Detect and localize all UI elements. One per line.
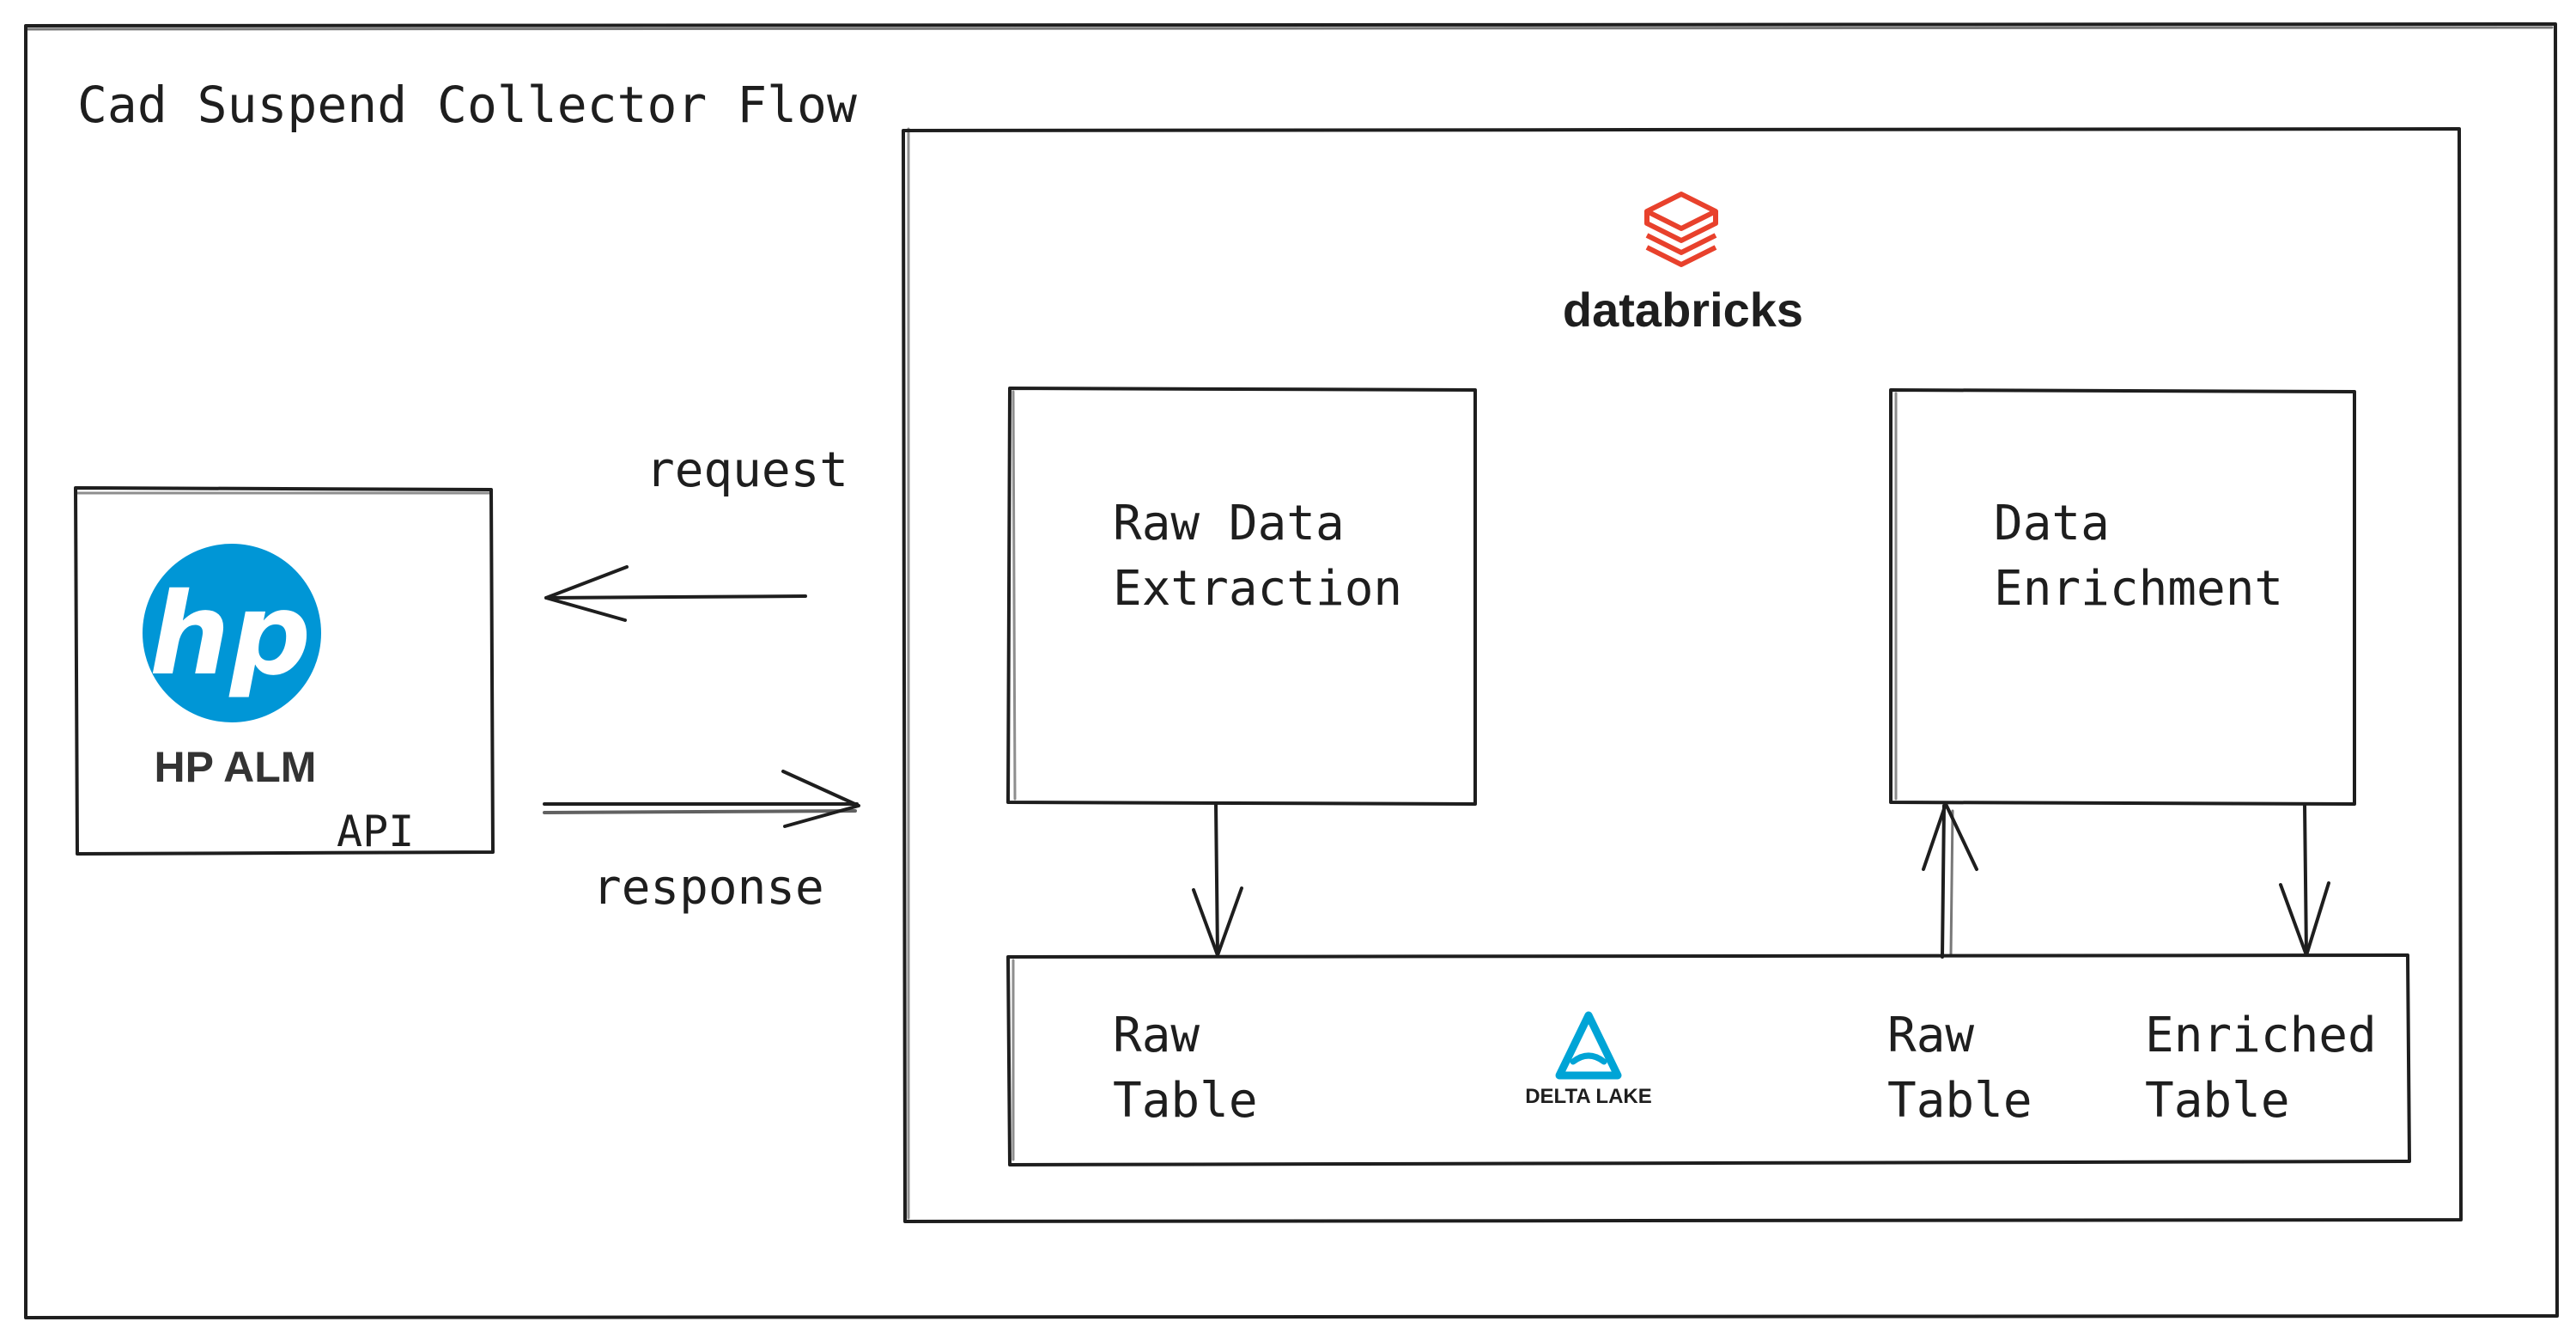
outer-frame <box>24 22 2559 1319</box>
data-enrichment-box: Data Enrichment <box>1889 388 2356 806</box>
raw-table-left-line1: Raw <box>1113 1008 1200 1063</box>
hp-alm-label: HP ALM <box>155 743 317 791</box>
api-label: API <box>337 807 414 856</box>
request-arrow <box>544 565 807 622</box>
enrichment-line1: Data <box>1994 496 2110 551</box>
hp-logo-text: hp <box>149 569 311 701</box>
enriched-table-line2: Table <box>2145 1073 2290 1129</box>
databricks-wordmark: databricks <box>1563 283 1803 337</box>
extraction-to-raw-table-arrow <box>1192 802 1243 957</box>
databricks-container <box>902 127 2463 1223</box>
raw-extraction-line2: Extraction <box>1113 561 1402 617</box>
delta-lake-wordmark: DELTA LAKE <box>1525 1085 1652 1108</box>
response-label: response <box>592 860 824 916</box>
raw-extraction-line1: Raw Data <box>1113 496 1345 551</box>
enriched-table-line1: Enriched <box>2145 1008 2377 1063</box>
enrichment-line2: Enrichment <box>1994 561 2283 617</box>
diagram-title: Cad Suspend Collector Flow <box>77 76 857 134</box>
raw-table-to-enrichment-arrow <box>1922 802 1978 959</box>
request-label: request <box>646 442 848 498</box>
delta-lake-box <box>1006 953 2411 1166</box>
raw-table-right-line1: Raw <box>1887 1008 1974 1063</box>
raw-data-extraction-box: Raw Data Extraction <box>1006 387 1477 806</box>
delta-lake-logo-icon <box>1555 1011 1622 1080</box>
enrichment-to-enriched-table-arrow <box>2279 802 2330 957</box>
hp-logo-icon: hp <box>143 544 321 722</box>
response-arrow <box>543 770 860 828</box>
databricks-logo-icon <box>1644 192 1718 267</box>
raw-table-right-line2: Table <box>1887 1073 2032 1129</box>
hp-alm-box: hp HP ALM API <box>74 486 495 856</box>
raw-table-left-line2: Table <box>1113 1073 1258 1129</box>
